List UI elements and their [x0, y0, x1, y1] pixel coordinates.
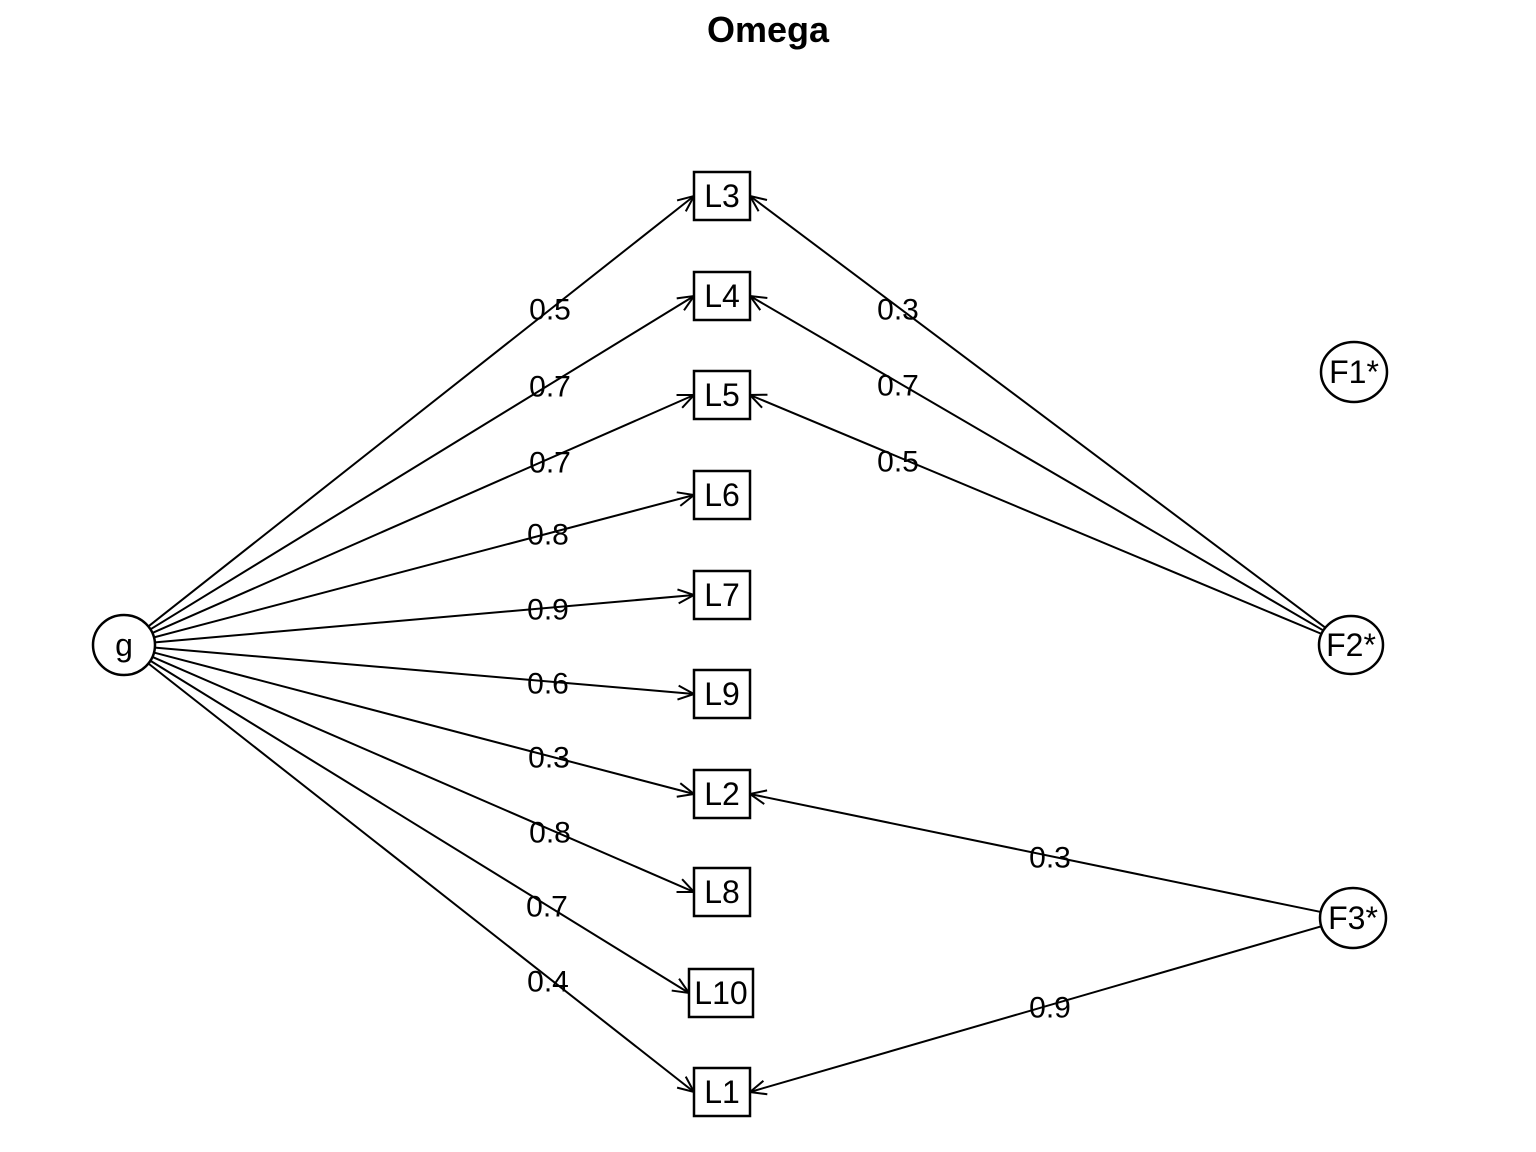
node-label-L4: L4	[704, 278, 740, 314]
edges-layer	[147, 194, 1326, 1096]
edge-g-L2	[153, 651, 697, 798]
node-label-F2*: F2*	[1326, 627, 1376, 663]
node-box-L5	[692, 369, 752, 421]
node-label-F3*: F3*	[1328, 900, 1378, 936]
edge-g-L8	[152, 656, 697, 894]
node-box-L9	[692, 668, 752, 720]
node-box-L2	[692, 768, 752, 820]
edge-label-g-L4: 0.7	[529, 371, 571, 404]
edge-g-L6	[153, 491, 697, 639]
edge-F2*-L3	[748, 194, 1326, 629]
node-label-L5: L5	[704, 377, 740, 413]
edge-label-g-L8: 0.8	[529, 817, 571, 850]
edge-g-L3	[147, 194, 696, 628]
edge-F2*-L4	[747, 294, 1324, 632]
edge-g-L10	[149, 659, 692, 995]
edge-label-F2*-L5: 0.5	[877, 446, 919, 479]
edge-F2*-L5	[747, 393, 1322, 635]
node-box-L10	[687, 967, 755, 1019]
edge-g-L5	[151, 393, 697, 634]
edge-g-L9	[154, 646, 697, 701]
edge-F3*-L2	[747, 789, 1321, 913]
node-box-L3	[692, 170, 752, 222]
node-circle-F3*	[1318, 886, 1388, 950]
node-box-L8	[692, 866, 752, 918]
node-label-L9: L9	[704, 676, 740, 712]
node-label-F1*: F1*	[1329, 354, 1379, 390]
node-box-L4	[692, 270, 752, 322]
edge-label-g-L1: 0.4	[527, 966, 569, 999]
node-box-L1	[692, 1066, 752, 1118]
edge-F3*-L1	[747, 925, 1322, 1096]
edge-g-L4	[149, 294, 697, 631]
edge-g-L7	[154, 588, 697, 644]
node-circle-F1*	[1319, 340, 1389, 404]
edge-g-L1	[147, 662, 696, 1094]
node-circle-g	[91, 613, 157, 677]
node-label-L1: L1	[704, 1074, 740, 1110]
node-label-g: g	[115, 627, 133, 663]
node-circle-F2*	[1317, 614, 1385, 676]
edge-label-g-L2: 0.3	[528, 742, 570, 775]
edge-labels-layer: 0.5 0.7 0.7 0.8 0.9 0.6 0.3 0.8 0.7 0.4 0.3 0.7 0.5 0…	[526, 294, 1071, 1025]
edge-label-F2*-L4: 0.7	[877, 370, 919, 403]
node-box-L6	[692, 469, 752, 521]
edge-label-g-L10: 0.7	[526, 891, 568, 924]
edge-label-g-L5: 0.7	[529, 447, 571, 480]
edge-label-g-L6: 0.8	[527, 519, 569, 552]
edge-label-F3*-L1: 0.9	[1029, 992, 1071, 1025]
node-label-L2: L2	[704, 776, 740, 812]
node-label-L7: L7	[704, 577, 740, 613]
edge-label-g-L7: 0.9	[527, 594, 569, 627]
edge-label-F3*-L2: 0.3	[1029, 842, 1071, 875]
node-label-L3: L3	[704, 178, 740, 214]
edge-label-g-L9: 0.6	[527, 668, 569, 701]
edge-label-F2*-L3: 0.3	[877, 294, 919, 327]
chart-title: Omega	[707, 9, 830, 50]
node-label-L8: L8	[704, 874, 740, 910]
node-label-L6: L6	[704, 477, 740, 513]
edge-label-g-L3: 0.5	[529, 294, 571, 327]
node-box-L7	[692, 569, 752, 621]
node-label-L10: L10	[694, 975, 747, 1011]
